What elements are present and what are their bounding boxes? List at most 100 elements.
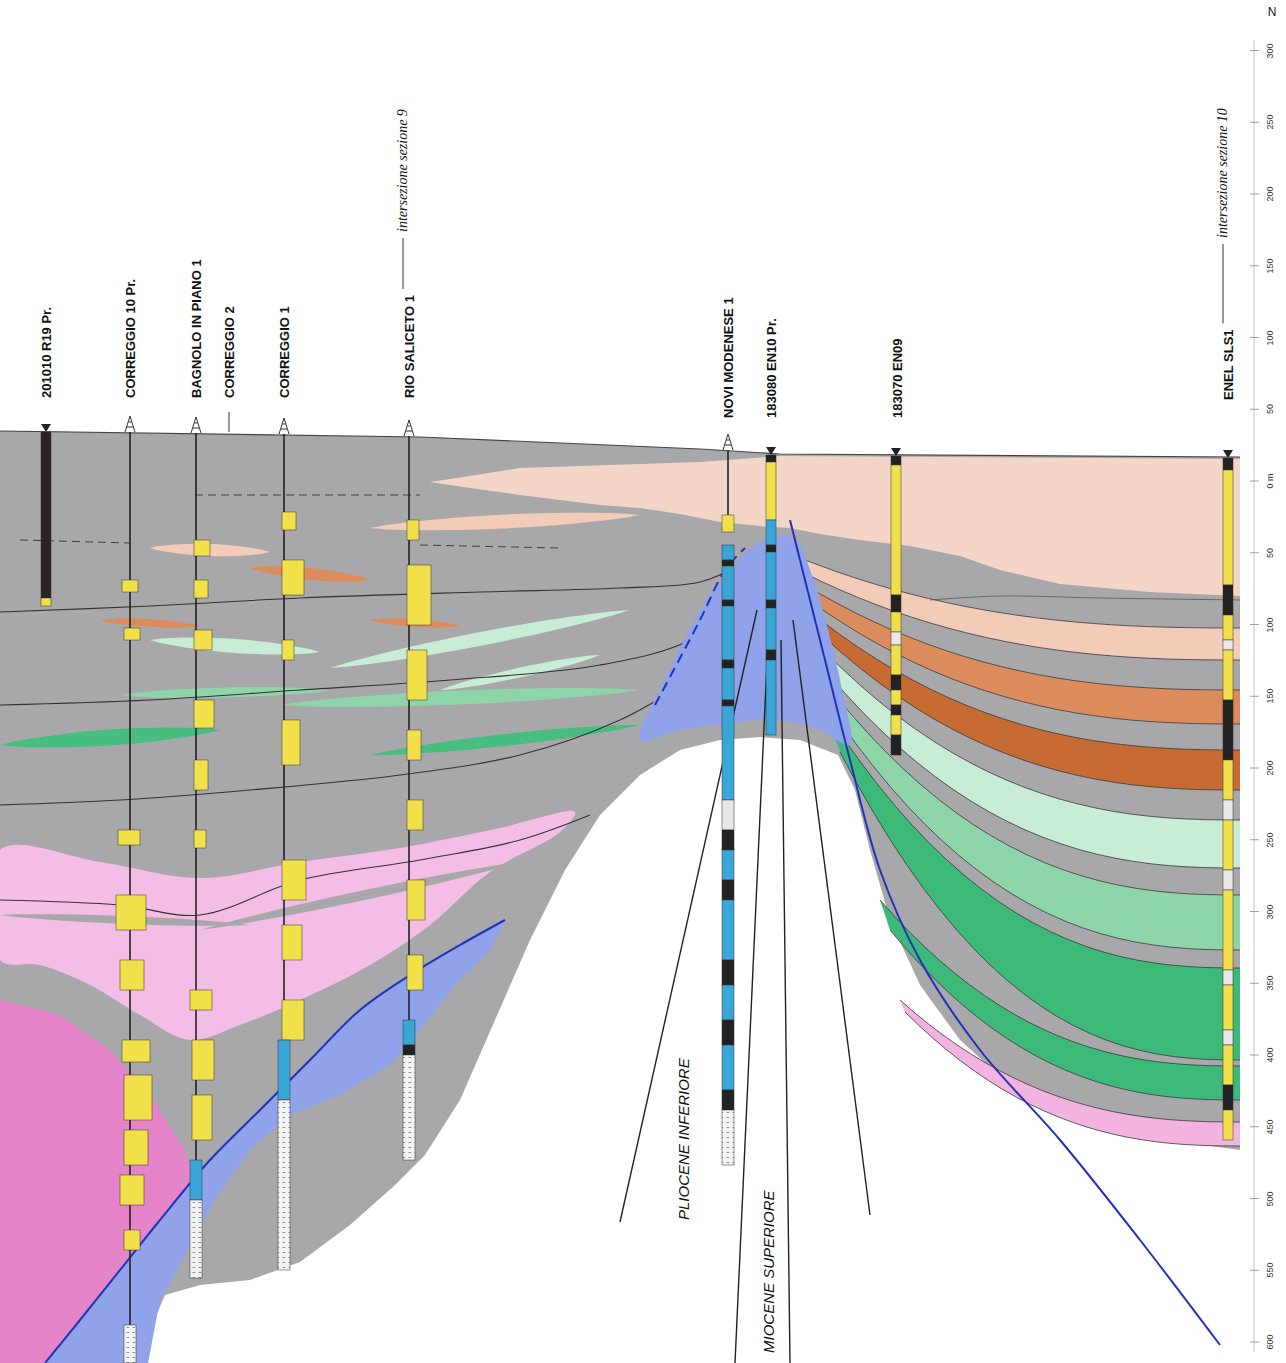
well-tick bbox=[229, 412, 230, 432]
lithology-segment bbox=[722, 700, 734, 706]
well-marker bbox=[766, 447, 776, 455]
well-log bbox=[891, 448, 901, 755]
scale-tick bbox=[1250, 624, 1259, 625]
lithology-segment bbox=[1223, 615, 1233, 640]
well-log bbox=[1223, 450, 1233, 1140]
sand-log bbox=[282, 925, 302, 960]
well-line bbox=[727, 450, 729, 515]
well-name: 201010 R19 Pr. bbox=[40, 307, 53, 398]
sand-tongue bbox=[100, 618, 200, 627]
scale-tick bbox=[1250, 265, 1259, 266]
sand-log bbox=[282, 560, 304, 595]
lithology-segment bbox=[766, 545, 776, 552]
well-log bbox=[403, 420, 431, 1160]
sand-log bbox=[282, 640, 294, 660]
layer-boundary bbox=[900, 1000, 1240, 1122]
sand-log bbox=[190, 990, 212, 1010]
layer-boundary bbox=[826, 712, 1240, 968]
lithology-segment bbox=[1223, 970, 1233, 985]
sand-log bbox=[124, 1230, 140, 1250]
ground-line bbox=[0, 431, 1240, 457]
depth-value: 200 bbox=[1266, 186, 1275, 201]
well-name: CORREGGIO 2 bbox=[223, 306, 236, 398]
layer-boundary bbox=[890, 930, 1240, 1100]
scale-tick bbox=[1250, 1270, 1259, 1271]
sand-log bbox=[192, 1095, 212, 1140]
lithology-segment bbox=[1223, 650, 1233, 700]
lithology-segment bbox=[722, 800, 734, 830]
sand-log bbox=[282, 1000, 304, 1040]
scale-tick bbox=[1250, 337, 1259, 338]
sand-tongue bbox=[440, 655, 600, 690]
sand-log bbox=[118, 830, 140, 845]
sand-log bbox=[407, 730, 421, 760]
lithology-segment bbox=[41, 432, 51, 598]
well-log bbox=[190, 417, 214, 1278]
layer-boundary bbox=[0, 815, 590, 916]
sand-log bbox=[120, 960, 144, 990]
lithology-segment bbox=[1223, 985, 1233, 1030]
lithology-segment bbox=[1223, 470, 1233, 585]
depth-scale bbox=[1250, 40, 1259, 1352]
lithology-segment bbox=[722, 606, 734, 660]
lithology-segment bbox=[722, 900, 734, 960]
well-name: RIO SALICETO 1 bbox=[403, 295, 416, 398]
sand-log bbox=[192, 1040, 214, 1080]
sand-log bbox=[282, 512, 296, 530]
lithology-segment bbox=[722, 706, 734, 800]
scale-tick bbox=[1250, 481, 1259, 482]
unconformity-line bbox=[790, 520, 1220, 1345]
blue-layer bbox=[45, 920, 505, 1363]
well-name: 183070 EN09 bbox=[891, 338, 904, 418]
stratigraphic-unit: MIOCENE SUPERIORE bbox=[761, 1188, 776, 1355]
sand-log bbox=[120, 1175, 144, 1205]
sand-log bbox=[407, 520, 419, 540]
well-marker bbox=[41, 424, 51, 432]
lithology-segment bbox=[1223, 870, 1233, 890]
lithology-segment bbox=[722, 960, 734, 985]
depth-value: 0 m bbox=[1266, 473, 1275, 488]
depth-value: 250 bbox=[1266, 832, 1275, 847]
lithology-segment bbox=[403, 1020, 415, 1045]
lithology-segment bbox=[722, 566, 734, 600]
depth-value: 350 bbox=[1266, 976, 1275, 991]
scale-tick bbox=[1250, 768, 1259, 769]
well-log bbox=[41, 424, 51, 606]
well-log bbox=[116, 416, 152, 1363]
scale-tick bbox=[1250, 1126, 1259, 1127]
sand-log bbox=[194, 700, 214, 728]
depth-value: 500 bbox=[1266, 1191, 1275, 1206]
sand-tongue bbox=[280, 688, 640, 707]
section-intersection: intersezione sezione 9 bbox=[396, 109, 410, 232]
lithology-segment bbox=[41, 598, 51, 606]
fault-line bbox=[793, 620, 870, 1215]
scale-tick bbox=[1250, 983, 1259, 984]
lithology-segment bbox=[278, 1100, 290, 1270]
derrick-symbol bbox=[125, 416, 135, 432]
lithology-segment bbox=[1223, 800, 1233, 820]
layer-boundary bbox=[800, 582, 1240, 690]
pink-layer bbox=[0, 811, 575, 1040]
lithology-segment bbox=[190, 1200, 202, 1278]
derrick-symbol bbox=[279, 418, 289, 434]
salmon-layer bbox=[430, 456, 1240, 596]
sand-log bbox=[124, 1130, 148, 1165]
lithology-segment bbox=[403, 1055, 415, 1160]
sand-log bbox=[194, 830, 206, 848]
lithology-segment bbox=[722, 660, 734, 668]
lithology-segment bbox=[722, 560, 734, 566]
sand-log bbox=[282, 860, 306, 900]
scale-tick bbox=[1250, 194, 1259, 195]
sand-log bbox=[194, 760, 208, 790]
well-name: CORREGGIO 10 Pr. bbox=[124, 279, 137, 398]
derrick-symbol bbox=[723, 434, 733, 450]
depth-value: 300 bbox=[1266, 43, 1275, 58]
derrick-symbol bbox=[191, 417, 201, 433]
lithology-segment bbox=[722, 880, 734, 900]
sand-tongue bbox=[150, 638, 320, 655]
lithology-segment bbox=[1223, 458, 1233, 470]
scale-tick bbox=[1250, 1198, 1259, 1199]
depth-value: 400 bbox=[1266, 1047, 1275, 1062]
depth-value: 300 bbox=[1266, 904, 1275, 919]
